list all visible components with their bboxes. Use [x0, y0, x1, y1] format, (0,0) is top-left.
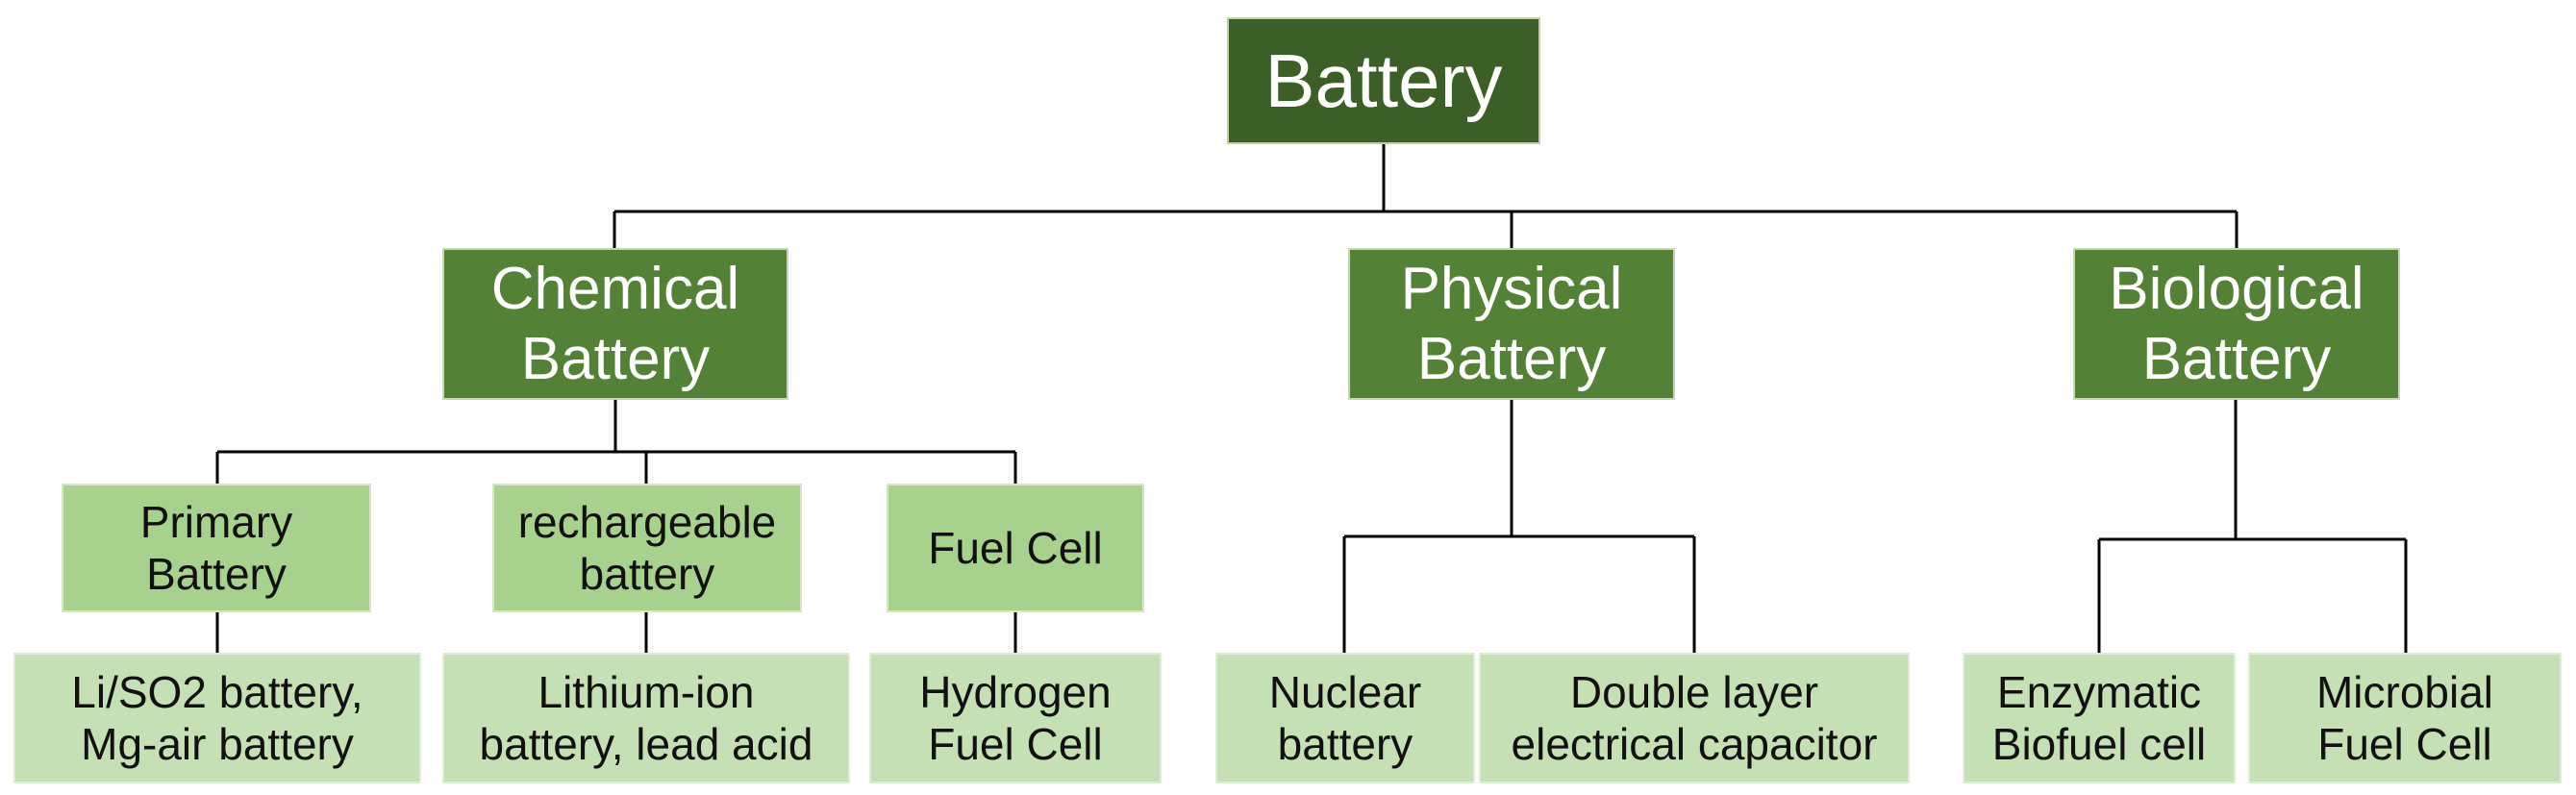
chemical-battery-node: Chemical Battery: [442, 248, 788, 400]
enzymatic-biofuel-cell-node: Enzymatic Biofuel cell: [1963, 653, 2236, 783]
li-so2-mg-air-node: Li/SO2 battery, Mg-air battery: [13, 653, 421, 783]
primary-battery-node: Primary Battery: [62, 484, 371, 612]
fuel-cell-node: Fuel Cell: [887, 484, 1144, 612]
hydrogen-fuel-cell-node: Hydrogen Fuel Cell: [869, 653, 1162, 783]
rechargeable-battery-node: rechargeable battery: [492, 484, 802, 612]
biological-battery-node: Biological Battery: [2073, 248, 2400, 400]
root-node: Battery: [1227, 17, 1540, 144]
connector-chemical: [215, 400, 1017, 484]
nuclear-battery-node: Nuclear battery: [1215, 653, 1475, 783]
double-layer-capacitor-node: Double layer electrical capacitor: [1479, 653, 1910, 783]
microbial-fuel-cell-node: Microbial Fuel Cell: [2248, 653, 2562, 783]
connector-root: [613, 144, 2238, 248]
lithium-ion-lead-acid-node: Lithium-ion battery, lead acid: [442, 653, 850, 783]
connector-biological: [2097, 400, 2408, 653]
connector-physical: [1342, 400, 1696, 653]
connector-chemical-examples: [215, 612, 1017, 653]
physical-battery-node: Physical Battery: [1348, 248, 1675, 400]
